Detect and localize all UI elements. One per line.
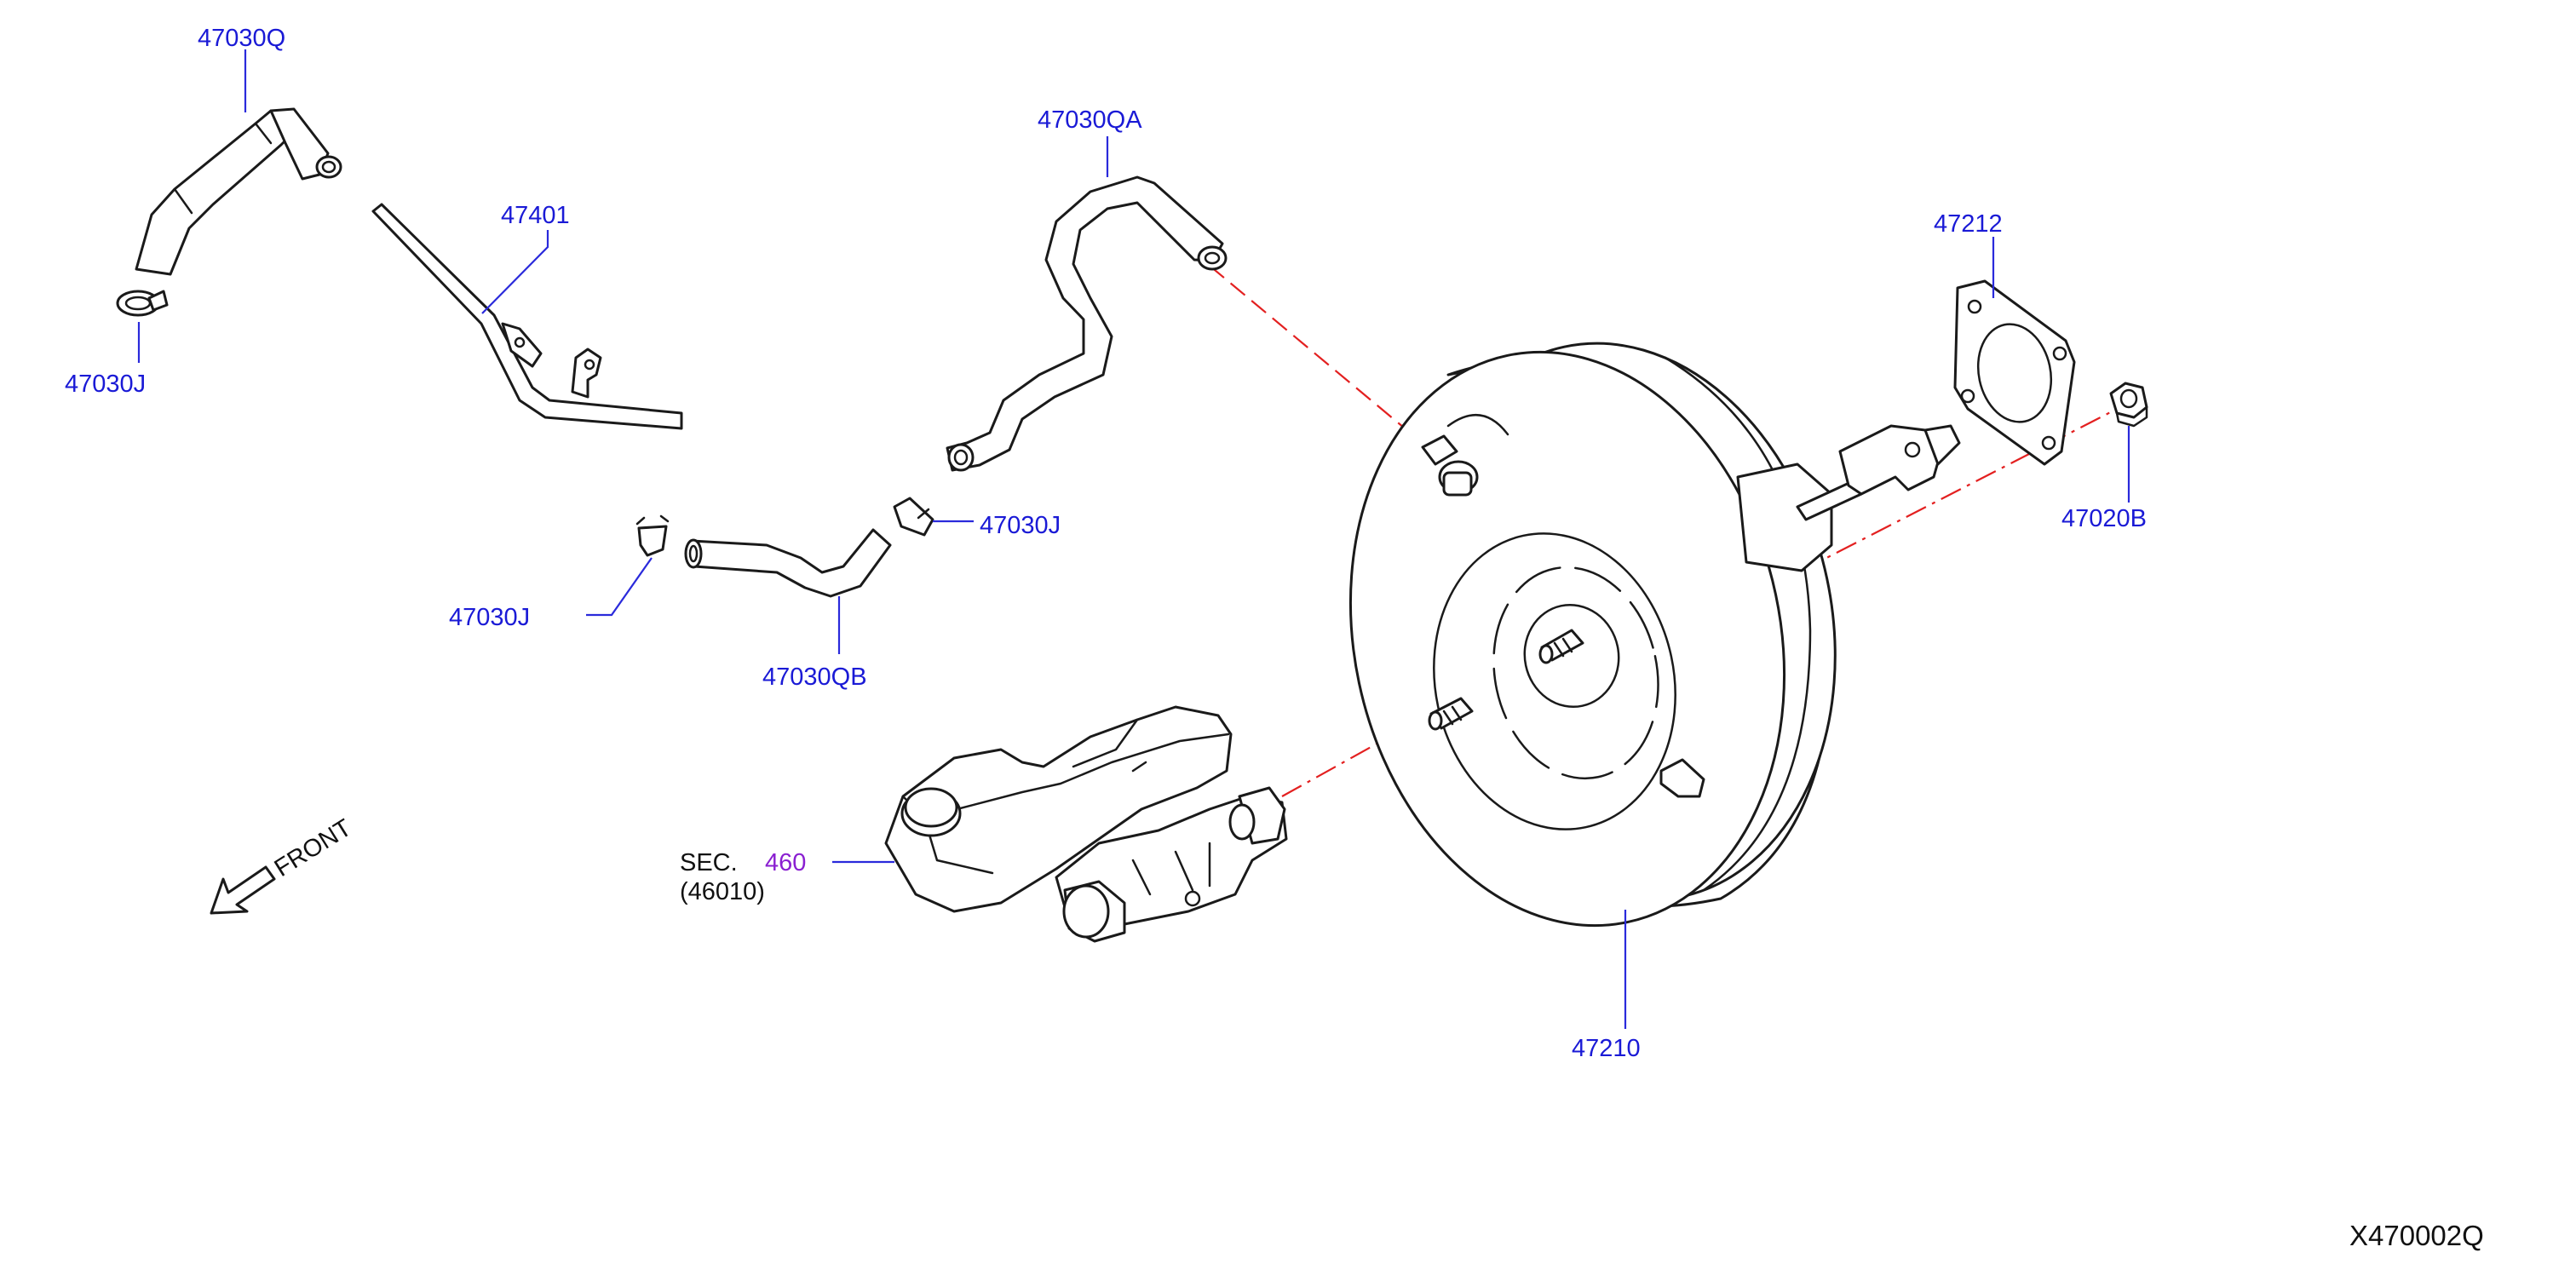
clamp-47030J-left[interactable] (635, 514, 670, 557)
label-47401[interactable]: 47401 (501, 202, 570, 229)
diagram-code: X470002Q (2349, 1220, 2484, 1251)
check-valve (1421, 413, 1509, 497)
pipe-47401[interactable] (371, 203, 683, 430)
label-47212[interactable]: 47212 (1934, 210, 2003, 238)
hose-47030QB[interactable] (684, 528, 892, 598)
front-label: FRONT (270, 814, 357, 882)
section-subcode: (46010) (680, 878, 765, 905)
section-prefix: SEC. (680, 849, 738, 876)
label-47030J-left[interactable]: 47030J (449, 604, 530, 631)
section-link-460[interactable]: 460 (765, 849, 806, 876)
clamp-47030J-right[interactable] (893, 497, 934, 537)
label-47030QA[interactable]: 47030QA (1038, 106, 1142, 134)
clamp-47030J-top[interactable] (116, 290, 169, 317)
label-47020B[interactable]: 47020B (2061, 505, 2147, 532)
booster-stud-upper (1538, 629, 1584, 664)
master-cylinder[interactable] (884, 705, 1288, 943)
label-47030J-top[interactable]: 47030J (65, 371, 146, 398)
nut-47020B[interactable] (2109, 382, 2148, 428)
part-labels: 47030Q 47030J 47401 47030QA 47030J 47030… (65, 25, 2484, 1251)
front-direction-indicator: FRONT (210, 814, 357, 915)
booster-axis-line (1801, 404, 2126, 572)
hose-47030QA[interactable] (946, 175, 1228, 472)
brake-booster-47210[interactable] (1299, 303, 1961, 966)
booster-stud-lower (1428, 697, 1474, 731)
leader-lines (137, 49, 2130, 1029)
label-47030QB[interactable]: 47030QB (762, 664, 867, 691)
label-47030Q[interactable]: 47030Q (198, 25, 285, 52)
label-47210[interactable]: 47210 (1572, 1035, 1641, 1062)
gasket-47212[interactable] (1953, 279, 2076, 466)
label-47030J-right[interactable]: 47030J (980, 512, 1061, 539)
hose-47030Q[interactable] (135, 107, 342, 276)
hose-to-valve-line (1209, 265, 1415, 437)
